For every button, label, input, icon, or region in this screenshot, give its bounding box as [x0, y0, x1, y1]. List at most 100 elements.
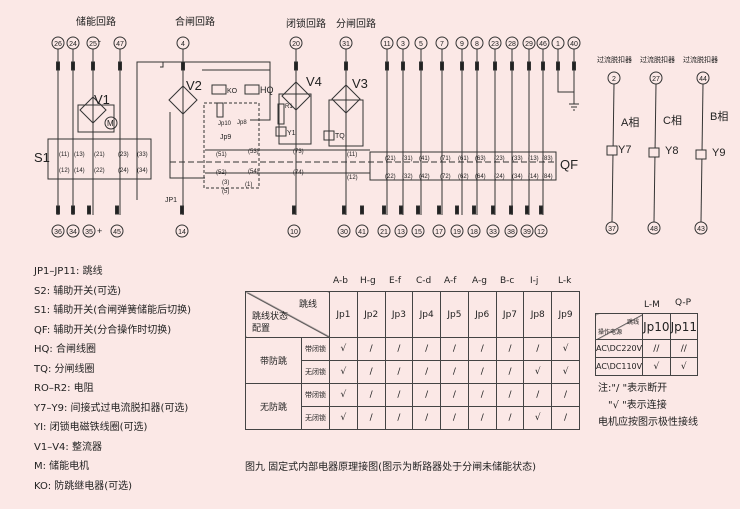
terminal-top: 24: [66, 36, 80, 50]
legend-item: HQ: 合闸线圈: [34, 344, 96, 355]
jumper-letter: A-f: [444, 276, 457, 286]
cell: /: [356, 383, 386, 407]
terminal-label: 1: [556, 41, 560, 48]
legend-item: S1: 辅助开关(合闸弹簧储能后切换): [34, 305, 192, 316]
label-s1: S1: [34, 150, 50, 165]
corner-header: 跳线 跳线状态 配置: [245, 291, 330, 338]
qf-contact-label: (71): [440, 156, 451, 162]
ko-contact-label: (52): [216, 170, 227, 176]
terminal-label: 18: [470, 229, 478, 236]
label-v1: V1: [94, 92, 110, 107]
cell: √: [329, 337, 358, 361]
cell: √: [523, 360, 553, 384]
row-label: 带闭锁: [301, 383, 330, 407]
resistor-r1: [277, 103, 285, 125]
cell: //: [642, 339, 671, 358]
terminal-top: 7: [435, 36, 449, 50]
terminal-label: 20: [292, 41, 300, 48]
table-row: 无闭锁√//////√/: [246, 406, 580, 430]
corner-header: 跳线 操作电源: [594, 313, 644, 340]
terminal-label: 12: [537, 229, 545, 236]
table-row: 带防跳带闭锁√///////√: [245, 337, 580, 384]
label-y8: Y8: [665, 145, 678, 157]
qf-contact-label: (42): [419, 174, 430, 180]
label-v4: V4: [306, 74, 322, 89]
terminal-label: 47: [116, 41, 124, 48]
terminal-top: 46: [536, 36, 550, 50]
s1-contact-label: (24): [118, 168, 129, 174]
cell: /: [412, 406, 442, 430]
title-opening-circuit: 分闸回路: [336, 19, 376, 30]
cell: /: [412, 337, 442, 361]
table-row: 无防跳带闭锁√////////: [245, 383, 580, 430]
cell: /: [384, 383, 414, 407]
terminal-label: 37: [608, 226, 616, 233]
terminal-label: 3: [401, 41, 405, 48]
label-phase-a: A相: [621, 116, 639, 129]
ko-contact-label: (1): [245, 182, 252, 188]
terminal-label: 2: [612, 76, 616, 83]
terminal-label: 41: [358, 229, 366, 236]
column-header: Jp6: [467, 291, 497, 338]
qf-contact-label: (24): [494, 174, 505, 180]
terminal-bottom: 36: [51, 224, 65, 238]
cell: √: [329, 383, 358, 407]
column-header: Jp7: [495, 291, 525, 338]
label-jp1: JP1: [165, 197, 177, 204]
terminal-label: 27: [652, 76, 660, 83]
jumper-table: 跳线 跳线状态 配置 Jp1 Jp2 Jp3 Jp4 Jp5 Jp6 Jp7 J…: [245, 291, 580, 430]
cell: √: [523, 406, 553, 430]
terminal-label: 4: [181, 41, 185, 48]
legend-item: YI: 闭锁电磁铁线圈(可选): [34, 422, 148, 433]
terminal-label: 38: [507, 229, 515, 236]
table-row: 无闭锁√//////√√: [246, 360, 580, 384]
terminal-bottom: 30: [337, 224, 351, 238]
terminal-label: 24: [69, 41, 77, 48]
terminal-label: 36: [54, 229, 62, 236]
coil-tq: [323, 130, 335, 141]
terminal-bottom: 39: [520, 224, 534, 238]
corner-top: 跳线: [298, 300, 317, 310]
cell: /: [356, 337, 386, 361]
ko-contact-label: (3): [222, 180, 229, 186]
legend-item: QF: 辅助开关(分合操作时切换): [34, 324, 172, 336]
jumper-letter: I-j: [530, 276, 539, 286]
cell: √: [642, 357, 671, 376]
motor-m: [104, 116, 118, 130]
terminal-label: 21: [380, 229, 388, 236]
cell: /: [495, 406, 525, 430]
label-minus: -: [98, 36, 101, 46]
ko-contact-label: (11): [347, 152, 357, 158]
s1-switch-box: [47, 138, 152, 180]
column-header: Jp2: [356, 291, 386, 338]
qf-contact-label: (41): [419, 156, 430, 162]
terminal-top: 9: [455, 36, 469, 50]
terminal-bottom: 10: [287, 224, 301, 238]
column-header: Jp3: [384, 291, 414, 338]
qf-contact-label: (21): [385, 156, 396, 162]
corner-mid: 跳线状态: [252, 312, 289, 322]
s1-contact-label: (13): [74, 152, 85, 158]
terminal-bottom: 45: [110, 224, 124, 238]
qf-contact-label: (63): [475, 156, 486, 162]
cell: /: [495, 337, 525, 361]
cell: √: [329, 406, 358, 430]
terminal-label: 39: [523, 229, 531, 236]
column-header: Jp1: [329, 291, 358, 338]
column-header: Jp4: [412, 291, 442, 338]
label-phase-b: B相: [710, 110, 728, 123]
cell: /: [523, 337, 553, 361]
terminal-top: 20: [289, 36, 303, 50]
label-phase-c: C相: [663, 114, 682, 127]
jumper-letter: B-c: [500, 276, 515, 286]
ko-contact-label: (53): [248, 149, 259, 155]
terminal-bottom: 19: [450, 224, 464, 238]
legend-item: V1–V4: 整流器: [34, 441, 102, 453]
legend: JP1–JP11: 跳线 S2: 辅助开关(可选) S1: 辅助开关(合闸弹簧储…: [34, 262, 191, 496]
cell: /: [356, 406, 386, 430]
qf-contact-label: (83): [542, 156, 553, 162]
label-y9: Y9: [712, 147, 725, 159]
title-closing-circuit: 合闸回路: [175, 17, 215, 28]
coil-ko: [211, 84, 227, 95]
note: 电机应按图示极性接线: [598, 417, 698, 428]
